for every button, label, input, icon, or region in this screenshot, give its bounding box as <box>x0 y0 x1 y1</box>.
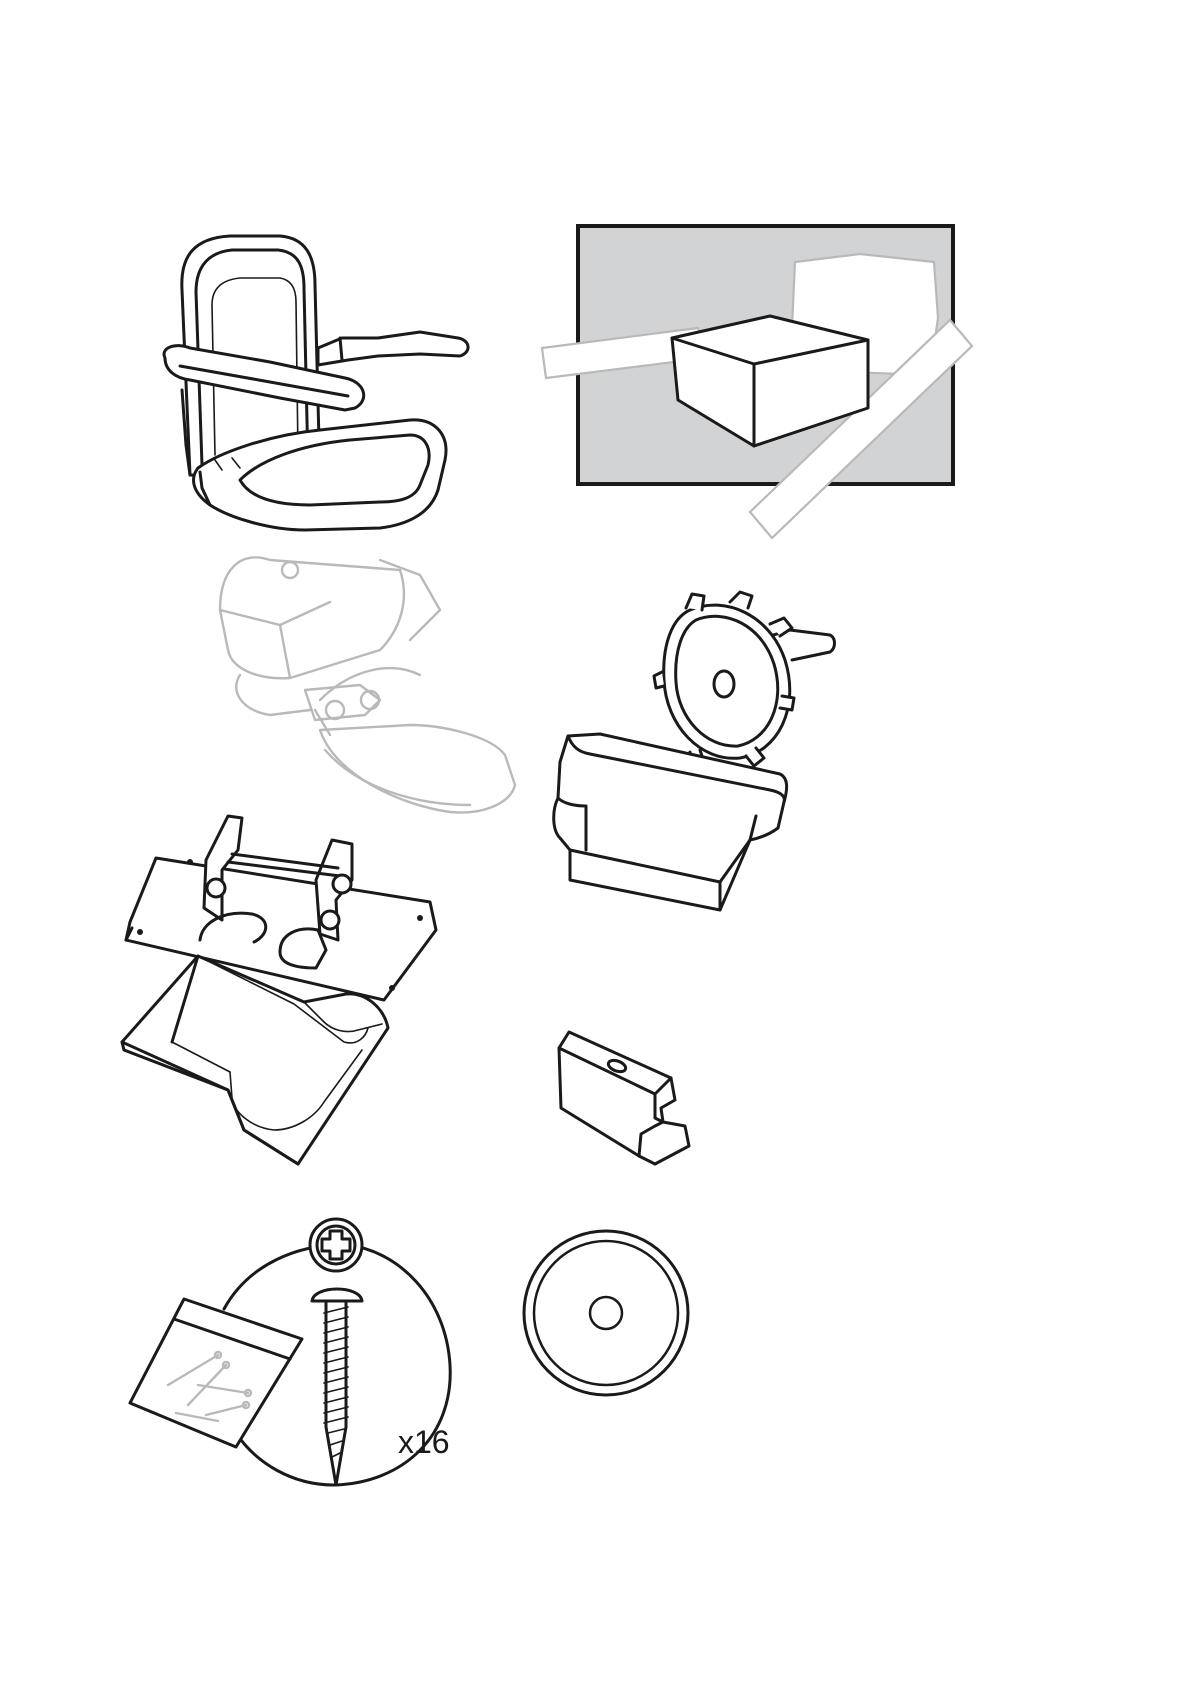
stairlift-seat-icon <box>120 230 540 820</box>
screw-quantity-label: x16 <box>398 1424 450 1461</box>
washer-disc-icon <box>520 1225 700 1405</box>
t-shaped-block-icon <box>550 730 800 920</box>
tray-icon <box>118 950 408 1180</box>
boxed-package-icon <box>550 220 980 550</box>
stop-block-icon <box>555 1030 705 1170</box>
